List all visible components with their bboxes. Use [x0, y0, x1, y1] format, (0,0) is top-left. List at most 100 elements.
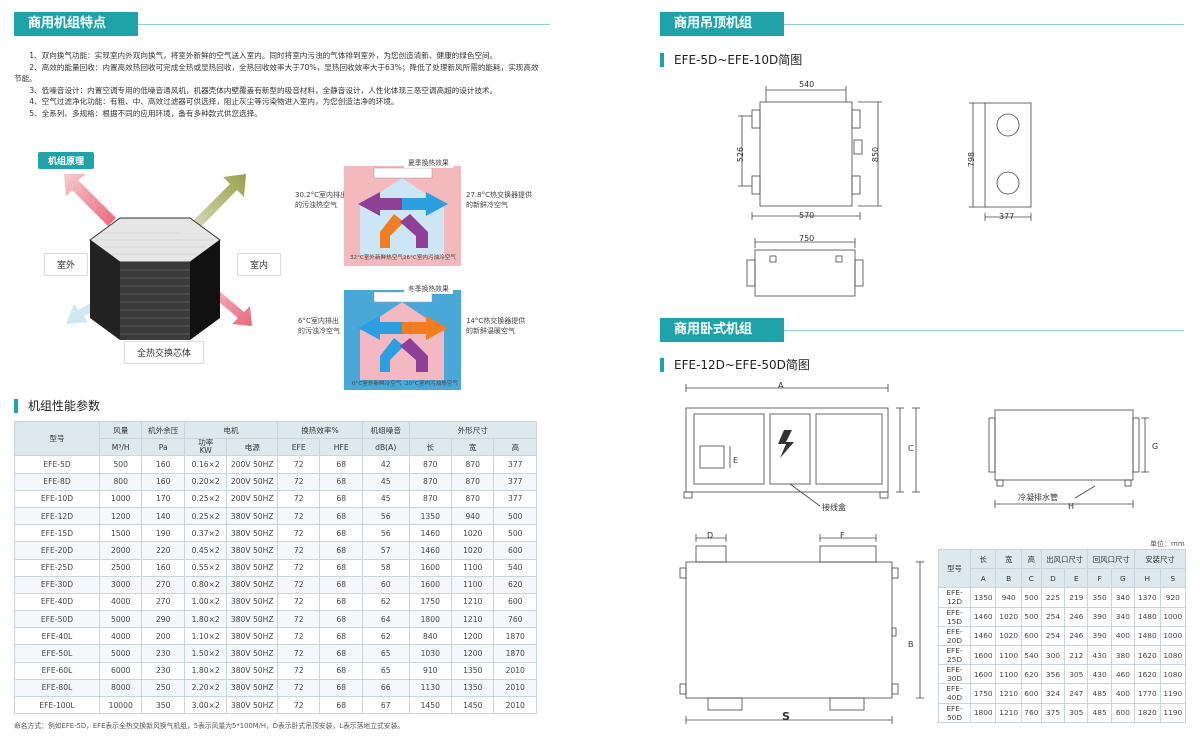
table-cell: 72	[276, 644, 321, 663]
table-cell: EFE-40D	[14, 592, 100, 612]
table-cell: 870	[450, 489, 495, 508]
dim-798: 798	[967, 151, 977, 168]
table-cell: 2010	[493, 661, 537, 680]
ceiling-side-drawing	[969, 102, 1032, 221]
indoor-label: 室内	[237, 253, 282, 276]
table-cell: 1190	[1159, 683, 1187, 704]
table-cell: 68	[319, 610, 363, 629]
table-cell: EFE-20D	[14, 541, 100, 560]
table-cell: 1200	[450, 627, 495, 646]
table-cell: 254	[1040, 606, 1066, 627]
table-cell: 0.45×2	[183, 541, 228, 560]
table-cell: EFE-25D	[14, 558, 100, 577]
winter-bottom-left: 0°C室外新鲜冷空气	[352, 381, 402, 387]
table-cell: 72	[276, 592, 321, 612]
table-cell: 485	[1087, 702, 1112, 723]
feature-list: 1、双向换气功能：实现室内外双向换气，将室外新鲜的空气送入室内。同时将室内污浊的…	[14, 50, 544, 119]
summer-title: 夏季换热效果	[404, 158, 453, 168]
table-cell: 0.80×2	[183, 575, 228, 594]
table-cell: EFE-15D	[938, 606, 971, 627]
table-cell: 377	[493, 455, 537, 474]
table-cell: EFE-50D	[14, 610, 100, 629]
winter-bottom-right: 20°C室内污浊热空气	[405, 381, 458, 387]
summer-bottom-left: 32°C室外新鲜热空气	[350, 255, 403, 261]
table-cell: 60	[361, 575, 410, 594]
table-cell: 1100	[450, 558, 495, 577]
table-cell: 1000	[98, 489, 143, 508]
table-cell: 1460	[408, 541, 452, 560]
dim-letter: F	[1087, 568, 1112, 589]
table-cell: 0.25×2	[183, 489, 228, 508]
table-cell: 500	[493, 506, 537, 526]
th-wid: 宽	[450, 438, 495, 457]
table-cell: 1.00×2	[183, 592, 228, 612]
table-cell: 290	[141, 610, 185, 629]
table-cell: EFE-100L	[14, 695, 100, 715]
table-cell: 910	[408, 661, 452, 680]
dim-850: 850	[871, 146, 881, 163]
table-cell: 620	[1020, 664, 1042, 685]
table-cell: 380V 50HZ	[226, 524, 278, 543]
summer-right-caption: 27.8°C热交换器提供 的新鲜冷空气	[466, 191, 532, 209]
table-cell: 1450	[408, 695, 452, 715]
junction-box-label: 接线盒	[822, 503, 846, 512]
table-cell: 72	[276, 472, 321, 491]
table-cell: 1820	[1134, 702, 1161, 723]
table-cell: 305	[1064, 702, 1089, 723]
table-cell: 1210	[995, 683, 1022, 704]
table-cell: 2010	[493, 695, 537, 715]
arrow-exhaust-icon	[64, 174, 116, 226]
table-cell: 42	[361, 455, 410, 474]
dim-th-model: 型号	[938, 548, 971, 589]
dim-526: 526	[736, 146, 746, 163]
table-cell: 540	[1020, 644, 1042, 666]
table-cell: 1.10×2	[183, 627, 228, 646]
table-cell: 1480	[1134, 625, 1161, 646]
dim-th-wid: 宽	[995, 548, 1022, 570]
table-cell: 4000	[98, 627, 143, 646]
th-noise: 机组噪音	[361, 420, 410, 440]
dim-th-len: 长	[969, 548, 997, 570]
table-cell: 1500	[98, 524, 143, 543]
table-cell: 219	[1064, 587, 1089, 608]
horizontal-side-drawing	[988, 409, 1149, 508]
electric-hazard-icon	[778, 430, 794, 458]
table-cell: 380V 50HZ	[226, 506, 278, 526]
label-F: F	[840, 531, 845, 540]
table-cell: 380V 50HZ	[226, 541, 278, 560]
table-cell: 380V 50HZ	[226, 627, 278, 646]
table-cell: 72	[276, 695, 321, 715]
table-cell: 1000	[1159, 625, 1187, 646]
table-cell: 600	[1110, 702, 1136, 723]
table-cell: 300	[1040, 644, 1066, 666]
table-cell: EFE-50L	[14, 644, 100, 663]
feature-item: 3、低噪音设计：内置空调专用的低噪音通风机，机器壳体内壁覆盖有新型的吸音材料，全…	[29, 85, 498, 95]
table-cell: 68	[319, 695, 363, 715]
table-cell: 485	[1087, 683, 1112, 704]
dim-letter: A	[969, 568, 997, 589]
th-len: 长	[408, 438, 452, 457]
summer-bottom-right: 26°C室内污浊冷空气	[403, 255, 456, 261]
table-cell: 1020	[450, 524, 495, 543]
th-power-label: 功率	[198, 438, 214, 448]
feature-item: 2、高效的能量回收：内置高效热回收可完成全热或显热回收，全热回收效率大于70%，…	[14, 62, 539, 84]
table-cell: EFE-10D	[14, 489, 100, 508]
table-cell: EFE-30D	[14, 575, 100, 594]
table-cell: 45	[361, 472, 410, 491]
table-cell: 10000	[98, 695, 143, 715]
winter-title: 冬季换热效果	[404, 284, 453, 294]
label-S: S	[782, 710, 790, 723]
table-cell: EFE-12D	[938, 587, 971, 608]
table-cell: 220	[141, 541, 185, 560]
performance-title: 机组性能参数	[14, 399, 100, 413]
table-cell: 0.16×2	[183, 455, 228, 474]
table-cell: 1100	[995, 664, 1022, 685]
table-cell: 3000	[98, 575, 143, 594]
